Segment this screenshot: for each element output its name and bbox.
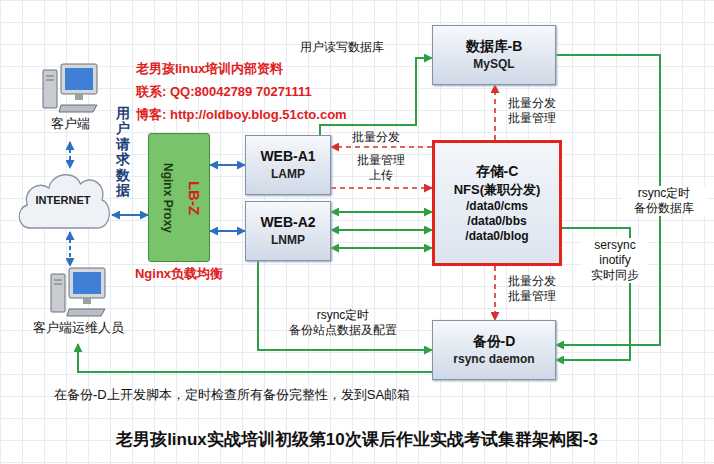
node-text: Nginx负载均衡 <box>135 265 223 283</box>
node-text: LNMP <box>271 232 305 249</box>
connector <box>69 142 71 168</box>
storage-server: 存储-CNFS(兼职分发)/data0/cms/data0/bbs/data0/… <box>432 140 562 266</box>
client-computer: 客户端 <box>30 62 110 142</box>
watermark-text: 博客: http://oldboy.blog.51cto.com <box>136 106 347 124</box>
database-server: 数据库-BMySQL <box>432 25 556 85</box>
edge-label: 批量分发 批量管理 <box>502 274 562 304</box>
note-text: 在备份-D上开发脚本，定时检查所有备份完整性，发到SA邮箱 <box>54 386 410 404</box>
node-text: MySQL <box>473 56 514 73</box>
edge-label: 批量分发 批量管理 <box>502 96 562 126</box>
connector <box>331 247 432 249</box>
connector <box>331 187 432 189</box>
edge-label: 批量分发 <box>352 130 400 145</box>
node-text: /data0/bbs <box>467 214 526 229</box>
connector <box>69 232 71 266</box>
connector <box>331 146 432 148</box>
ops-computer: 客户端运维人员 <box>14 266 142 344</box>
edge-label: rsync定时 备份数据库 <box>622 186 706 216</box>
web-server: WEB-A2LNMP <box>245 201 331 261</box>
node-text: INTERNET <box>36 194 91 206</box>
diagram-title: 老男孩linux实战培训初级第10次课后作业实战考试集群架构图-3 <box>0 428 714 451</box>
node-text: 客户端运维人员 <box>33 320 124 336</box>
backup-server: 备份-Drsync daemon <box>432 320 556 380</box>
computer-icon <box>49 266 107 318</box>
edge-label: 批量管理 上传 <box>351 153 411 183</box>
connector <box>494 266 496 320</box>
connector <box>258 261 432 350</box>
watermark-text: 联系: QQ:80042789 70271111 <box>136 83 312 101</box>
node-text: LB-Z <box>186 181 203 215</box>
connector <box>210 164 245 166</box>
connector <box>320 58 432 135</box>
load-balancer: LB-ZNginx ProxyNginx负载均衡 <box>148 133 210 262</box>
web-server: WEB-A1LAMP <box>245 135 331 195</box>
connector <box>112 214 148 216</box>
connector <box>494 85 496 140</box>
node-text: NFS(兼职分发) <box>454 181 541 199</box>
node-text: 备份-D <box>473 332 516 351</box>
node-text: WEB-A1 <box>260 147 315 166</box>
node-text: /data0/cms <box>466 199 528 214</box>
edge-label: rsync定时 备份站点数据及配置 <box>268 308 418 338</box>
connector <box>331 229 432 231</box>
node-text: WEB-A2 <box>260 213 315 232</box>
node-text: Nginx Proxy <box>161 163 175 233</box>
node-text: 客户端 <box>51 116 90 132</box>
edge-label: sersync inotify 实时同步 <box>582 238 648 283</box>
connector <box>78 344 432 372</box>
connector <box>331 211 432 213</box>
internet-cloud: INTERNET <box>14 168 112 232</box>
computer-icon <box>41 62 99 114</box>
connector <box>210 230 245 232</box>
node-text: rsync daemon <box>453 351 534 368</box>
watermark-text: 老男孩linux培训内部资料 <box>136 60 283 78</box>
node-text: 数据库-B <box>466 37 523 56</box>
edge-label: 用户读写数据库 <box>300 40 384 55</box>
node-text: LAMP <box>271 166 305 183</box>
flow-label: 用户请求数据 <box>116 106 130 198</box>
node-text: 存储-C <box>476 162 519 181</box>
node-text: /data0/blog <box>465 229 528 244</box>
